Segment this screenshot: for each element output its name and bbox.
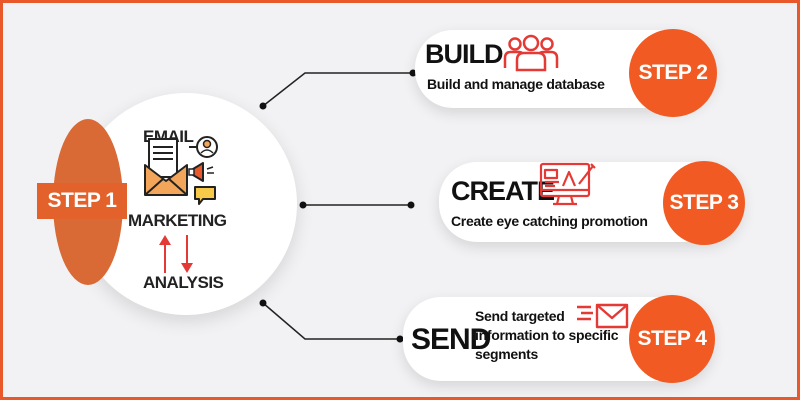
connector-dot-send-start	[259, 299, 267, 307]
connector-dot-create-end	[407, 201, 415, 209]
step-build-description: Build and manage database	[427, 76, 605, 92]
hub-analysis-text: ANALYSIS	[143, 273, 224, 292]
step4-badge: STEP 4	[629, 295, 715, 383]
connector-dot-build-end	[409, 69, 417, 77]
connector-dot-build-start	[259, 102, 267, 110]
step-create-description: Create eye catching promotion	[451, 213, 648, 229]
step-create-title: CREATE	[451, 176, 555, 206]
step-send-description-line: information to specific	[475, 327, 619, 343]
step-send-description: Send targeted information to specific se…	[475, 307, 625, 364]
team-icon	[503, 34, 559, 72]
step2-badge: STEP 2	[629, 29, 717, 117]
connector-dot-send-end	[396, 335, 404, 343]
connector-build	[262, 72, 413, 107]
step1-label: STEP 1	[37, 183, 127, 219]
step-send-title: SEND	[411, 323, 491, 356]
connector-send	[262, 302, 400, 340]
send-mail-icon	[577, 303, 629, 329]
step-send-description-line: Send targeted	[475, 308, 565, 324]
connector-dot-create-start	[299, 201, 307, 209]
email-marketing-icon	[144, 136, 218, 205]
feedback-arrows-icon	[159, 235, 193, 273]
step-send-description-line: segments	[475, 346, 538, 362]
connector-lines	[259, 69, 417, 343]
step3-badge: STEP 3	[663, 161, 745, 245]
step-build-title: BUILD	[425, 39, 503, 69]
hub-marketing-text: MARKETING	[128, 211, 227, 230]
design-monitor-icon	[539, 162, 596, 206]
